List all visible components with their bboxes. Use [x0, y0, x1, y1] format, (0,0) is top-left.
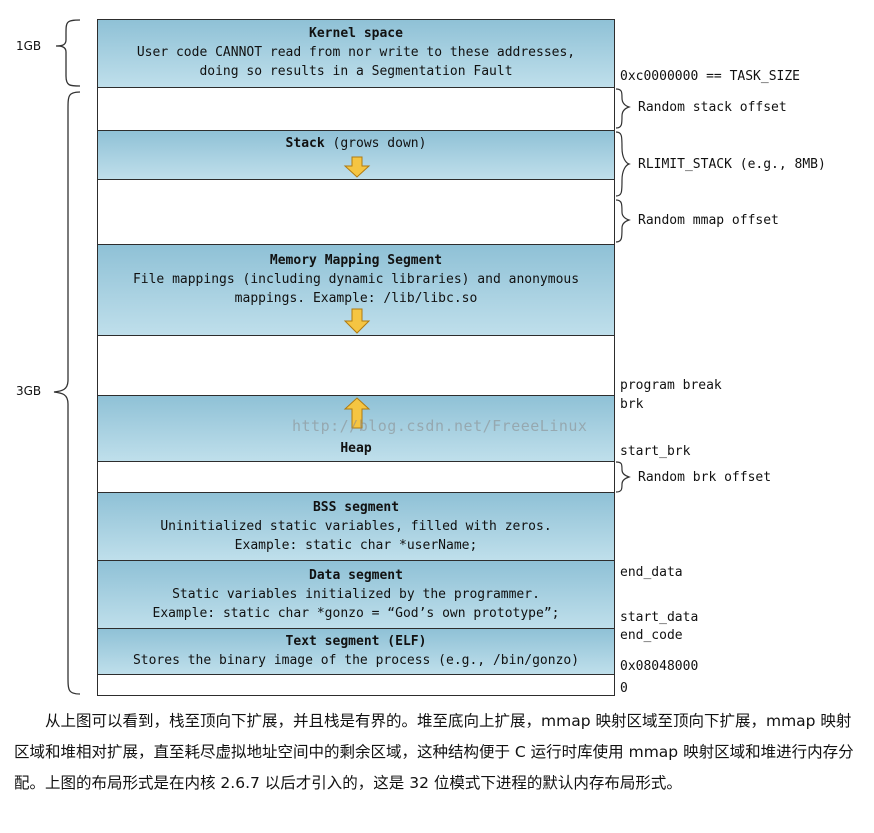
- label-start-brk: start_brk: [620, 444, 691, 459]
- data-segment: Data segment Static variables initialize…: [97, 560, 615, 629]
- down-arrow-icon: [343, 156, 371, 178]
- caption-paragraph: 从上图可以看到，栈至顶向下扩展，并且栈是有界的。堆至底向上扩展，mmap 映射区…: [14, 706, 864, 799]
- up-arrow-icon: [343, 397, 371, 429]
- kernel-space-desc-2: doing so results in a Segmentation Fault: [199, 64, 513, 79]
- right-brace-rlimit: [615, 131, 631, 197]
- random-stack-gap: [97, 87, 615, 131]
- left-brace-3gb: [53, 91, 81, 695]
- label-random-stack: Random stack offset: [638, 100, 787, 115]
- label-random-mmap: Random mmap offset: [638, 213, 779, 228]
- data-desc-2: Example: static char *gonzo = “God’s own…: [152, 606, 560, 621]
- watermark: http://blog.csdn.net/FreeeLinux: [292, 417, 588, 435]
- kernel-space-segment: Kernel space User code CANNOT read from …: [97, 19, 615, 88]
- random-mmap-gap: [97, 179, 615, 245]
- text-title: Text segment (ELF): [285, 634, 427, 649]
- label-task-size: 0xc0000000 == TASK_SIZE: [620, 69, 801, 84]
- stack-title: Stack (grows down): [98, 134, 614, 153]
- kernel-space-title: Kernel space: [309, 26, 403, 41]
- kernel-space-desc-1: User code CANNOT read from nor write to …: [136, 45, 576, 60]
- label-3gb: 3GB: [16, 384, 42, 398]
- caption-text: 从上图可以看到，栈至顶向下扩展，并且栈是有界的。堆至底向上扩展，mmap 映射区…: [14, 712, 854, 792]
- bss-segment: BSS segment Uninitialized static variabl…: [97, 492, 615, 561]
- random-brk-gap: [97, 461, 615, 493]
- label-random-brk: Random brk offset: [638, 470, 772, 485]
- right-brace-random-stack: [615, 88, 631, 129]
- label-1gb: 1GB: [16, 39, 42, 53]
- label-rlimit-stack: RLIMIT_STACK (e.g., 8MB): [638, 157, 826, 172]
- brace-lines: [53, 19, 631, 695]
- data-desc-1: Static variables initialized by the prog…: [172, 587, 540, 602]
- text-desc-1: Stores the binary image of the process (…: [132, 653, 580, 668]
- left-brace-1gb: [55, 19, 81, 87]
- label-end-data: end_data: [620, 565, 683, 580]
- bss-desc-2: Example: static char *userName;: [234, 538, 478, 553]
- down-arrow-icon: [343, 308, 371, 334]
- label-brk: brk: [620, 397, 644, 412]
- label-zero: 0: [620, 681, 628, 696]
- mmap-title: Memory Mapping Segment: [269, 253, 443, 268]
- label-program-break: program break: [620, 378, 722, 393]
- right-brace-random-mmap: [615, 199, 631, 243]
- label-addr-text: 0x08048000: [620, 659, 699, 674]
- mmap-desc-2: mappings. Example: /lib/libc.so: [234, 291, 478, 306]
- bottom-gap: [97, 674, 615, 696]
- stack-title-bold: Stack: [285, 136, 325, 151]
- heap-title: Heap: [340, 441, 372, 456]
- label-end-code: end_code: [620, 628, 683, 643]
- data-title: Data segment: [309, 568, 403, 583]
- label-start-data: start_data: [620, 610, 699, 625]
- free-gap: [97, 335, 615, 396]
- mmap-desc-1: File mappings (including dynamic librari…: [132, 272, 580, 287]
- right-brace-random-brk: [615, 461, 631, 493]
- memory-layout-diagram: 1GB 3GB Kernel space User code CANNOT re…: [16, 19, 826, 696]
- bss-title: BSS segment: [312, 500, 400, 515]
- bss-desc-1: Uninitialized static variables, filled w…: [160, 519, 552, 534]
- text-segment: Text segment (ELF) Stores the binary ima…: [97, 628, 615, 675]
- stack-title-rest: (grows down): [324, 136, 427, 151]
